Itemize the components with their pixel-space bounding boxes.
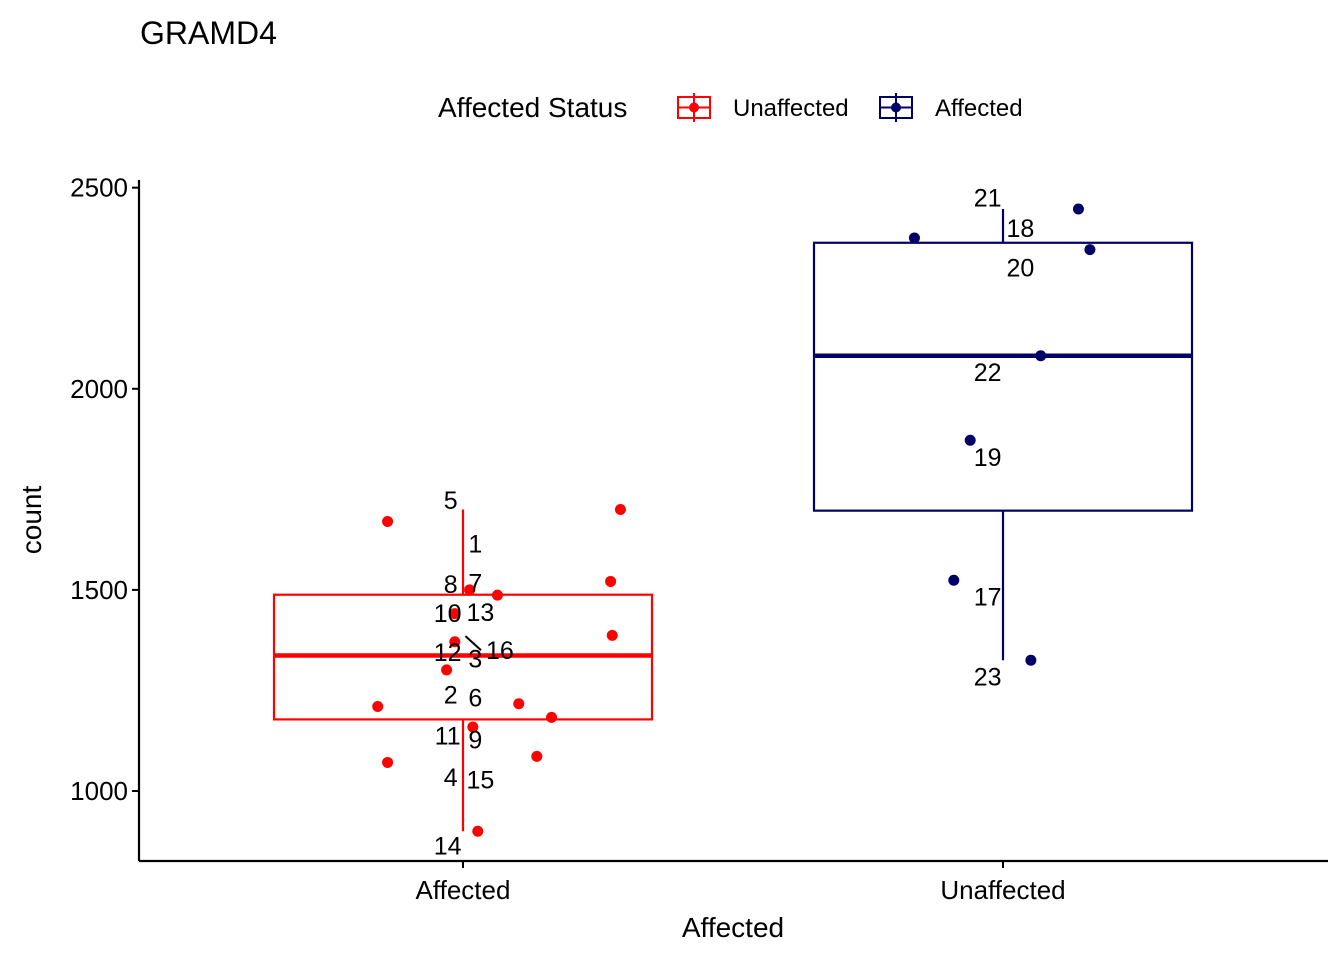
data-point — [464, 584, 476, 596]
point-label: 13 — [467, 599, 495, 627]
data-point — [614, 503, 626, 515]
label-connector — [464, 635, 482, 651]
point-label: 8 — [444, 571, 458, 599]
point-label: 21 — [974, 185, 1002, 213]
point-label: 16 — [486, 637, 514, 665]
box-body — [812, 241, 1194, 512]
point-label: 14 — [434, 832, 462, 860]
x-axis-title: Affected — [682, 912, 784, 943]
y-tick-label: 2000 — [70, 374, 128, 404]
data-point — [606, 629, 618, 641]
legend: Affected Status Unaffected Affected — [438, 92, 1023, 123]
data-point — [546, 711, 558, 723]
point-label: 7 — [468, 570, 482, 598]
data-point — [531, 750, 543, 762]
legend-title: Affected Status — [438, 92, 627, 123]
data-point — [491, 589, 503, 601]
data-point — [1072, 203, 1084, 215]
data-point — [467, 721, 479, 733]
data-point — [964, 434, 976, 446]
data-point — [449, 636, 461, 648]
point-label: 10 — [434, 600, 462, 628]
data-point — [1035, 350, 1047, 362]
point-label: 3 — [468, 645, 482, 673]
point-label: 12 — [434, 639, 462, 667]
data-point — [605, 575, 617, 587]
data-point — [382, 516, 394, 528]
data-point — [1025, 654, 1037, 666]
y-axis-title: count — [16, 486, 47, 555]
data-point — [472, 825, 484, 837]
y-tick-label: 2500 — [70, 173, 128, 203]
point-label: 23 — [974, 663, 1002, 691]
data-point — [513, 698, 525, 710]
legend-entry: Affected — [879, 93, 1023, 122]
x-tick-label: Affected — [416, 875, 511, 905]
data-point — [441, 664, 453, 676]
box-affected — [272, 509, 654, 832]
data-point — [908, 232, 920, 244]
point-label: 5 — [444, 487, 458, 515]
point-label: 19 — [974, 444, 1002, 472]
chart-title: GRAMD4 — [140, 15, 277, 51]
point-label: 22 — [974, 359, 1002, 387]
data-point — [1084, 244, 1096, 256]
y-tick-label: 1000 — [70, 776, 128, 806]
box-unaffected — [812, 208, 1194, 661]
legend-entry: Unaffected — [677, 93, 849, 122]
legend-label: Affected — [935, 95, 1023, 122]
point-label: 15 — [467, 767, 495, 795]
point-label: 20 — [1007, 254, 1035, 282]
point-label: 9 — [468, 727, 482, 755]
point-label: 2 — [444, 681, 458, 709]
legend-label: Unaffected — [733, 95, 849, 122]
x-tick-label: Unaffected — [940, 875, 1065, 905]
point-label: 4 — [444, 764, 458, 792]
data-point — [449, 608, 461, 620]
point-label: 6 — [468, 685, 482, 713]
legend-key-point — [891, 102, 901, 113]
point-label: 11 — [435, 722, 461, 750]
point-label: 18 — [1007, 215, 1035, 243]
legend-key-point — [689, 102, 699, 113]
y-tick-label: 1500 — [70, 575, 128, 605]
data-point — [948, 574, 960, 586]
point-label: 1 — [468, 531, 482, 559]
data-point — [372, 701, 384, 713]
point-label: 17 — [974, 584, 1002, 612]
data-point — [382, 756, 394, 768]
